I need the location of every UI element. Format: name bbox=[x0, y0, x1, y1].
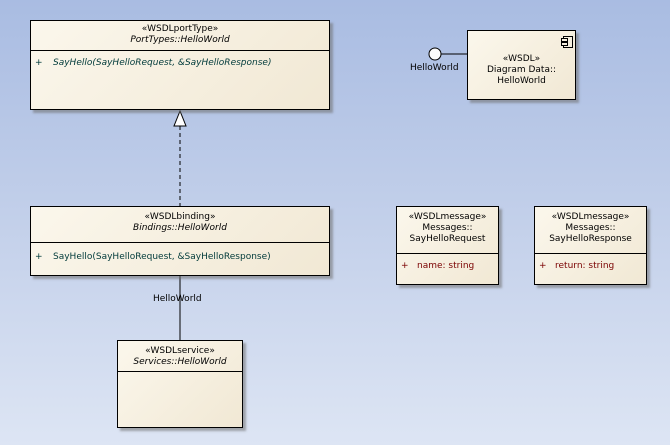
message-request-stereotype: «WSDLmessage» bbox=[408, 212, 487, 222]
message-response-name-line1: Messages:: bbox=[565, 223, 616, 233]
message-request-class[interactable]: «WSDLmessage» Messages:: SayHelloRequest… bbox=[396, 206, 499, 285]
diagram-data-component[interactable]: «WSDL» Diagram Data:: HelloWorld bbox=[467, 30, 576, 100]
attribute-text: return: string bbox=[555, 261, 615, 271]
message-response-name-line2: SayHelloResponse bbox=[549, 234, 632, 244]
operation-signature: SayHello(SayHelloRequest, &SayHelloRespo… bbox=[53, 58, 272, 68]
port-type-class[interactable]: «WSDLportType» PortTypes::HelloWorld + S… bbox=[30, 20, 330, 110]
binding-service-link-label: HelloWorld bbox=[153, 294, 202, 304]
component-icon bbox=[561, 36, 573, 48]
message-request-name-line2: SayHelloRequest bbox=[409, 234, 486, 244]
port-type-stereotype: «WSDLportType» bbox=[141, 24, 219, 34]
service-class[interactable]: «WSDLservice» Services::HelloWorld bbox=[117, 340, 243, 428]
binding-name: Bindings::HelloWorld bbox=[133, 223, 227, 233]
diagram-data-name-line1: Diagram Data:: bbox=[486, 65, 557, 75]
message-request-header: «WSDLmessage» Messages:: SayHelloRequest bbox=[397, 207, 498, 254]
attribute-visibility: + bbox=[539, 261, 547, 271]
interface-label: HelloWorld bbox=[410, 63, 459, 73]
message-response-header: «WSDLmessage» Messages:: SayHelloRespons… bbox=[535, 207, 646, 254]
port-type-header: «WSDLportType» PortTypes::HelloWorld bbox=[31, 21, 329, 51]
diagram-data-name-line2: HelloWorld bbox=[497, 76, 546, 86]
binding-stereotype: «WSDLbinding» bbox=[144, 212, 216, 222]
attribute-visibility: + bbox=[401, 261, 409, 271]
operation-visibility: + bbox=[35, 58, 43, 68]
interface-lollipop bbox=[428, 47, 442, 61]
message-response-stereotype: «WSDLmessage» bbox=[551, 212, 630, 222]
service-header: «WSDLservice» Services::HelloWorld bbox=[118, 341, 242, 372]
service-stereotype: «WSDLservice» bbox=[145, 346, 215, 356]
message-request-name-line1: Messages:: bbox=[422, 223, 473, 233]
attribute-text: name: string bbox=[417, 261, 475, 271]
binding-header: «WSDLbinding» Bindings::HelloWorld bbox=[31, 207, 329, 243]
operation-visibility: + bbox=[35, 252, 43, 262]
port-type-name: PortTypes::HelloWorld bbox=[130, 35, 230, 45]
diagram-data-stereotype: «WSDL» bbox=[502, 54, 541, 64]
binding-class[interactable]: «WSDLbinding» Bindings::HelloWorld + Say… bbox=[30, 206, 330, 276]
service-name: Services::HelloWorld bbox=[133, 357, 227, 367]
message-response-class[interactable]: «WSDLmessage» Messages:: SayHelloRespons… bbox=[534, 206, 647, 285]
operation-signature: SayHello(SayHelloRequest, &SayHelloRespo… bbox=[53, 252, 271, 262]
realization-arrowhead bbox=[173, 109, 187, 127]
